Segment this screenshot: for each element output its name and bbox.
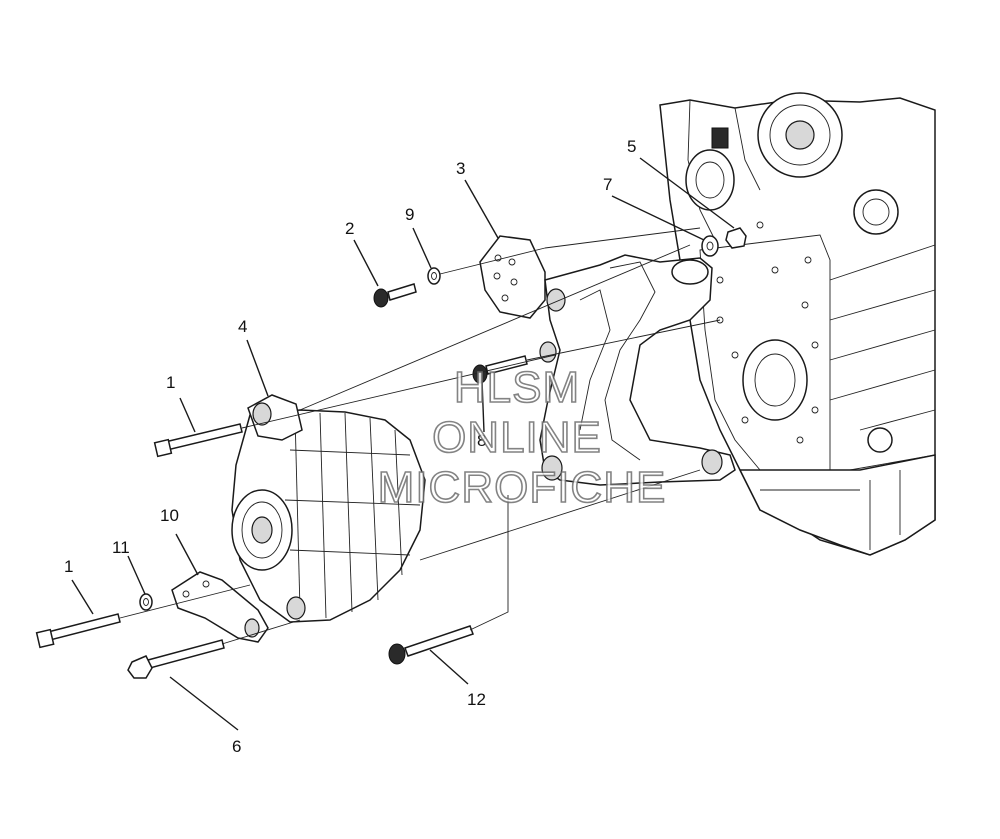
bolt-8 <box>472 355 528 384</box>
alignment-lines <box>119 227 721 645</box>
callout-labels: 1 1 2 3 4 5 6 7 8 9 10 11 12 <box>64 137 636 756</box>
watermark-line-1: HLSM <box>454 363 580 412</box>
callout-2: 2 <box>345 219 354 238</box>
callout-10: 10 <box>160 506 179 525</box>
callout-8: 8 <box>477 431 486 450</box>
callout-11: 11 <box>112 538 130 557</box>
alternator <box>231 394 426 623</box>
bolt-1-upper <box>153 423 243 458</box>
engine-block <box>659 92 936 556</box>
callout-12: 12 <box>467 690 486 709</box>
callout-6: 6 <box>232 737 241 756</box>
alternator-support-bracket <box>539 254 736 486</box>
bolt-1-lower <box>35 613 121 649</box>
callout-9: 9 <box>405 205 414 224</box>
bolt-12 <box>388 625 474 665</box>
bolt-6 <box>127 639 225 679</box>
washer-9 <box>427 267 441 285</box>
adjusting-bracket <box>171 571 269 643</box>
callout-7: 7 <box>603 175 612 194</box>
watermark-line-2: ONLINE <box>432 413 602 462</box>
callout-4: 4 <box>238 317 247 336</box>
bolt-2 <box>373 283 417 308</box>
callout-1-lower: 1 <box>64 557 73 576</box>
washer-7 <box>701 235 719 257</box>
washer-11 <box>139 593 153 611</box>
nut-5 <box>725 227 747 249</box>
callout-1-upper: 1 <box>166 373 175 392</box>
watermark-line-3: MICROFICHE <box>378 463 667 512</box>
callout-3: 3 <box>456 159 465 178</box>
watermark: HLSM ONLINE MICROFICHE <box>377 362 667 513</box>
bracket-plate <box>479 235 546 319</box>
leader-lines <box>71 157 735 731</box>
callout-5: 5 <box>627 137 636 156</box>
